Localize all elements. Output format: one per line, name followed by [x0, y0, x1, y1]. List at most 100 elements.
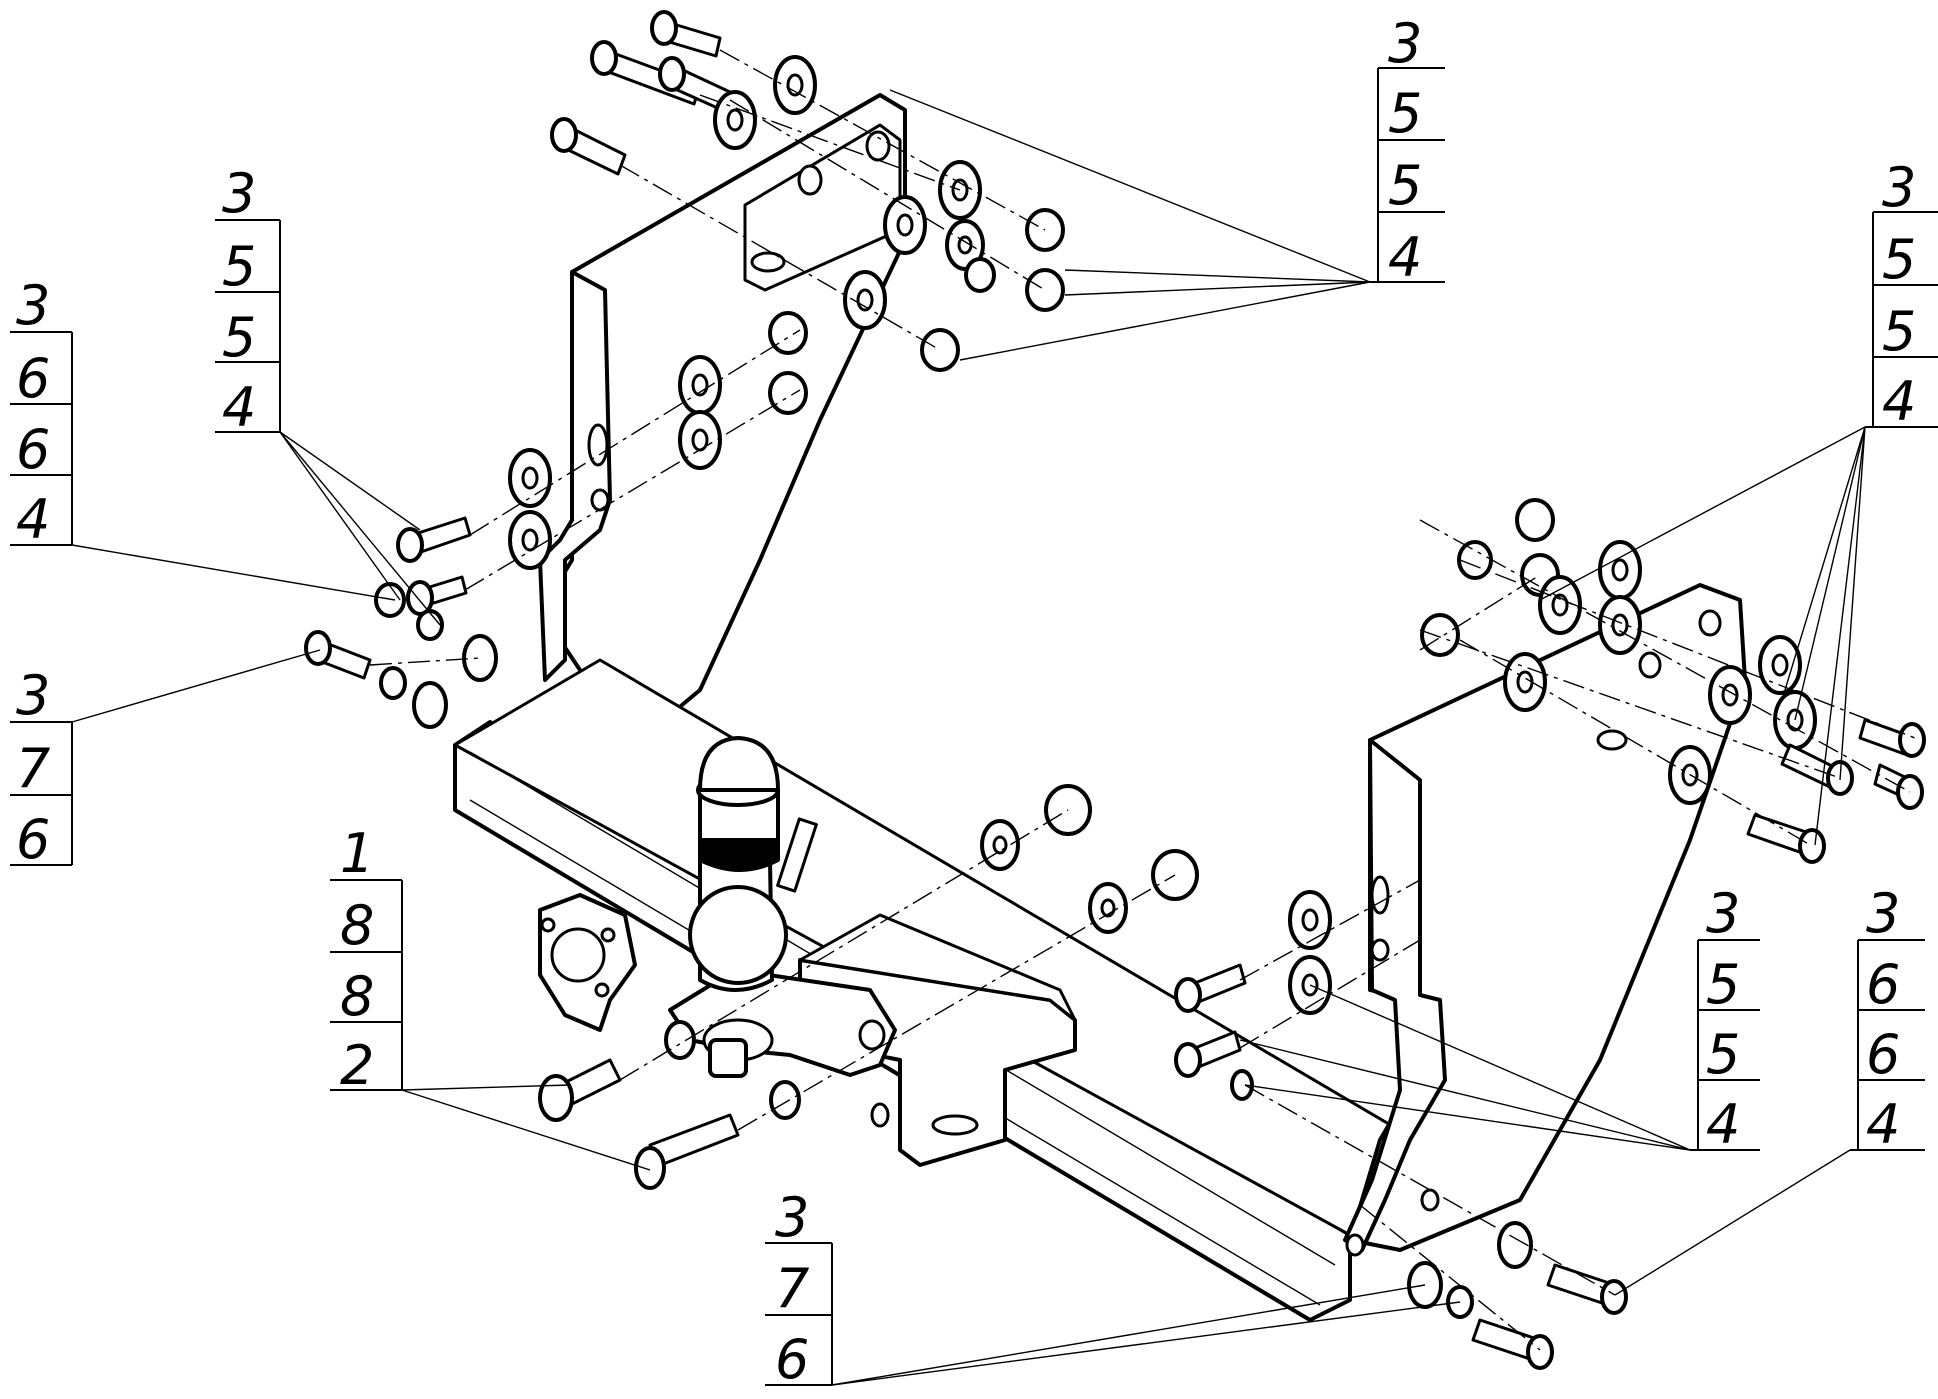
- callout-cell: 3: [775, 1186, 809, 1249]
- callout-cell: 6: [16, 808, 50, 871]
- callout-bottom-right-b: 3 6 6 4: [1850, 882, 1925, 1156]
- hole: [1638, 651, 1662, 679]
- bolt: [1174, 963, 1247, 1013]
- socket-ring: [550, 927, 606, 983]
- nut: [1420, 613, 1460, 657]
- callout-cell: 3: [16, 274, 50, 337]
- ball-sphere: [688, 885, 788, 985]
- bolt: [304, 630, 372, 680]
- bolt: [1858, 718, 1926, 758]
- callout-cell: 4: [1706, 1093, 1740, 1156]
- hole: [1420, 1188, 1440, 1212]
- callout-cell: 3: [1388, 12, 1422, 75]
- callout-cell: 4: [222, 376, 256, 439]
- nut: [964, 257, 996, 293]
- callout-upper-left: 3 5 5 4: [215, 162, 281, 439]
- bolt: [650, 10, 722, 58]
- slot: [1370, 875, 1390, 915]
- hole: [865, 130, 891, 162]
- callout-cell: 3: [1866, 882, 1900, 945]
- nut: [664, 1020, 696, 1060]
- callout-cell: 5: [1882, 228, 1916, 291]
- callout-left: 3 6 6 4: [10, 274, 73, 551]
- bolt: [1546, 1263, 1628, 1315]
- callout-cell: 4: [16, 488, 50, 551]
- callout-cell: 3: [222, 162, 256, 225]
- bolt: [396, 516, 472, 563]
- callout-cell: 6: [1866, 1023, 1900, 1086]
- hole: [870, 1102, 890, 1128]
- callout-cell: 6: [775, 1328, 809, 1391]
- left-bracket-flange: [538, 270, 612, 682]
- nut: [920, 328, 960, 372]
- nut: [769, 1080, 801, 1120]
- nut: [768, 311, 808, 355]
- callout-ball: 1 8 8 2: [330, 822, 403, 1097]
- callout-left-bottom: 3 7 6: [10, 664, 73, 871]
- ball-cap: [698, 736, 780, 792]
- callout-cell: 8: [340, 894, 374, 957]
- callout-cell: 8: [340, 965, 374, 1028]
- tow-ball: [688, 736, 818, 1078]
- hole: [797, 164, 823, 196]
- leader-lines: [71, 89, 1866, 1386]
- tow-bar-frame: [453, 93, 1747, 1322]
- callout-bottom-center: 3 7 6: [765, 1186, 833, 1391]
- nut: [1025, 268, 1065, 312]
- nut: [768, 371, 808, 415]
- callout-cell: 4: [1866, 1093, 1900, 1156]
- callout-cell: 7: [775, 1257, 809, 1320]
- callout-cell: 5: [1388, 82, 1422, 145]
- washer: [379, 666, 407, 700]
- callout-cell: 2: [340, 1034, 374, 1097]
- nut: [1457, 540, 1493, 580]
- bolt: [406, 575, 468, 616]
- callout-cell: 4: [1882, 370, 1916, 433]
- callout-cell: 6: [16, 347, 50, 410]
- hole: [1698, 609, 1722, 637]
- callout-cell: 5: [222, 306, 256, 369]
- hole: [1370, 938, 1390, 962]
- callout-cell: 6: [16, 418, 50, 481]
- washer: [1497, 1221, 1533, 1269]
- callout-cell: 3: [1882, 156, 1916, 219]
- hole: [1345, 1233, 1365, 1257]
- bolt: [634, 1113, 740, 1190]
- callout-cell: 6: [1866, 953, 1900, 1016]
- callout-cell: 5: [222, 235, 256, 298]
- nut: [1515, 498, 1555, 542]
- callout-cell: 5: [1388, 154, 1422, 217]
- callout-cell: 1: [340, 822, 374, 885]
- slot: [1596, 729, 1628, 751]
- slot: [931, 1114, 979, 1136]
- nut: [416, 609, 444, 641]
- washer: [412, 681, 448, 729]
- slot: [750, 251, 786, 273]
- bolt: [1174, 1030, 1242, 1078]
- washer: [462, 634, 498, 682]
- callout-cell: 4: [1388, 226, 1422, 289]
- callout-cell: 3: [16, 664, 50, 727]
- hole: [590, 488, 610, 512]
- nut: [1025, 208, 1065, 252]
- callout-cell: 3: [1706, 882, 1740, 945]
- assembly-axes: [369, 49, 1916, 1351]
- callout-top-right: 3 5 5 4: [1370, 12, 1445, 289]
- hole: [858, 1019, 886, 1051]
- right-bracket-flange: [1343, 738, 1447, 1252]
- bolt: [1780, 743, 1854, 796]
- bolt: [538, 1058, 622, 1122]
- nut: [1230, 1069, 1254, 1101]
- callout-bottom-right-a: 3 5 5 4: [1690, 882, 1760, 1156]
- callout-cell: 5: [1706, 953, 1740, 1016]
- slot: [587, 423, 609, 467]
- bolt: [1746, 813, 1826, 864]
- callout-right: 3 5 5 4: [1865, 156, 1938, 433]
- callout-cell: 5: [1706, 1023, 1740, 1086]
- nut: [374, 582, 406, 618]
- callout-cell: 7: [16, 737, 50, 800]
- center-mount-top: [798, 913, 1077, 1022]
- bolt: [550, 117, 627, 176]
- bolt: [1873, 763, 1924, 810]
